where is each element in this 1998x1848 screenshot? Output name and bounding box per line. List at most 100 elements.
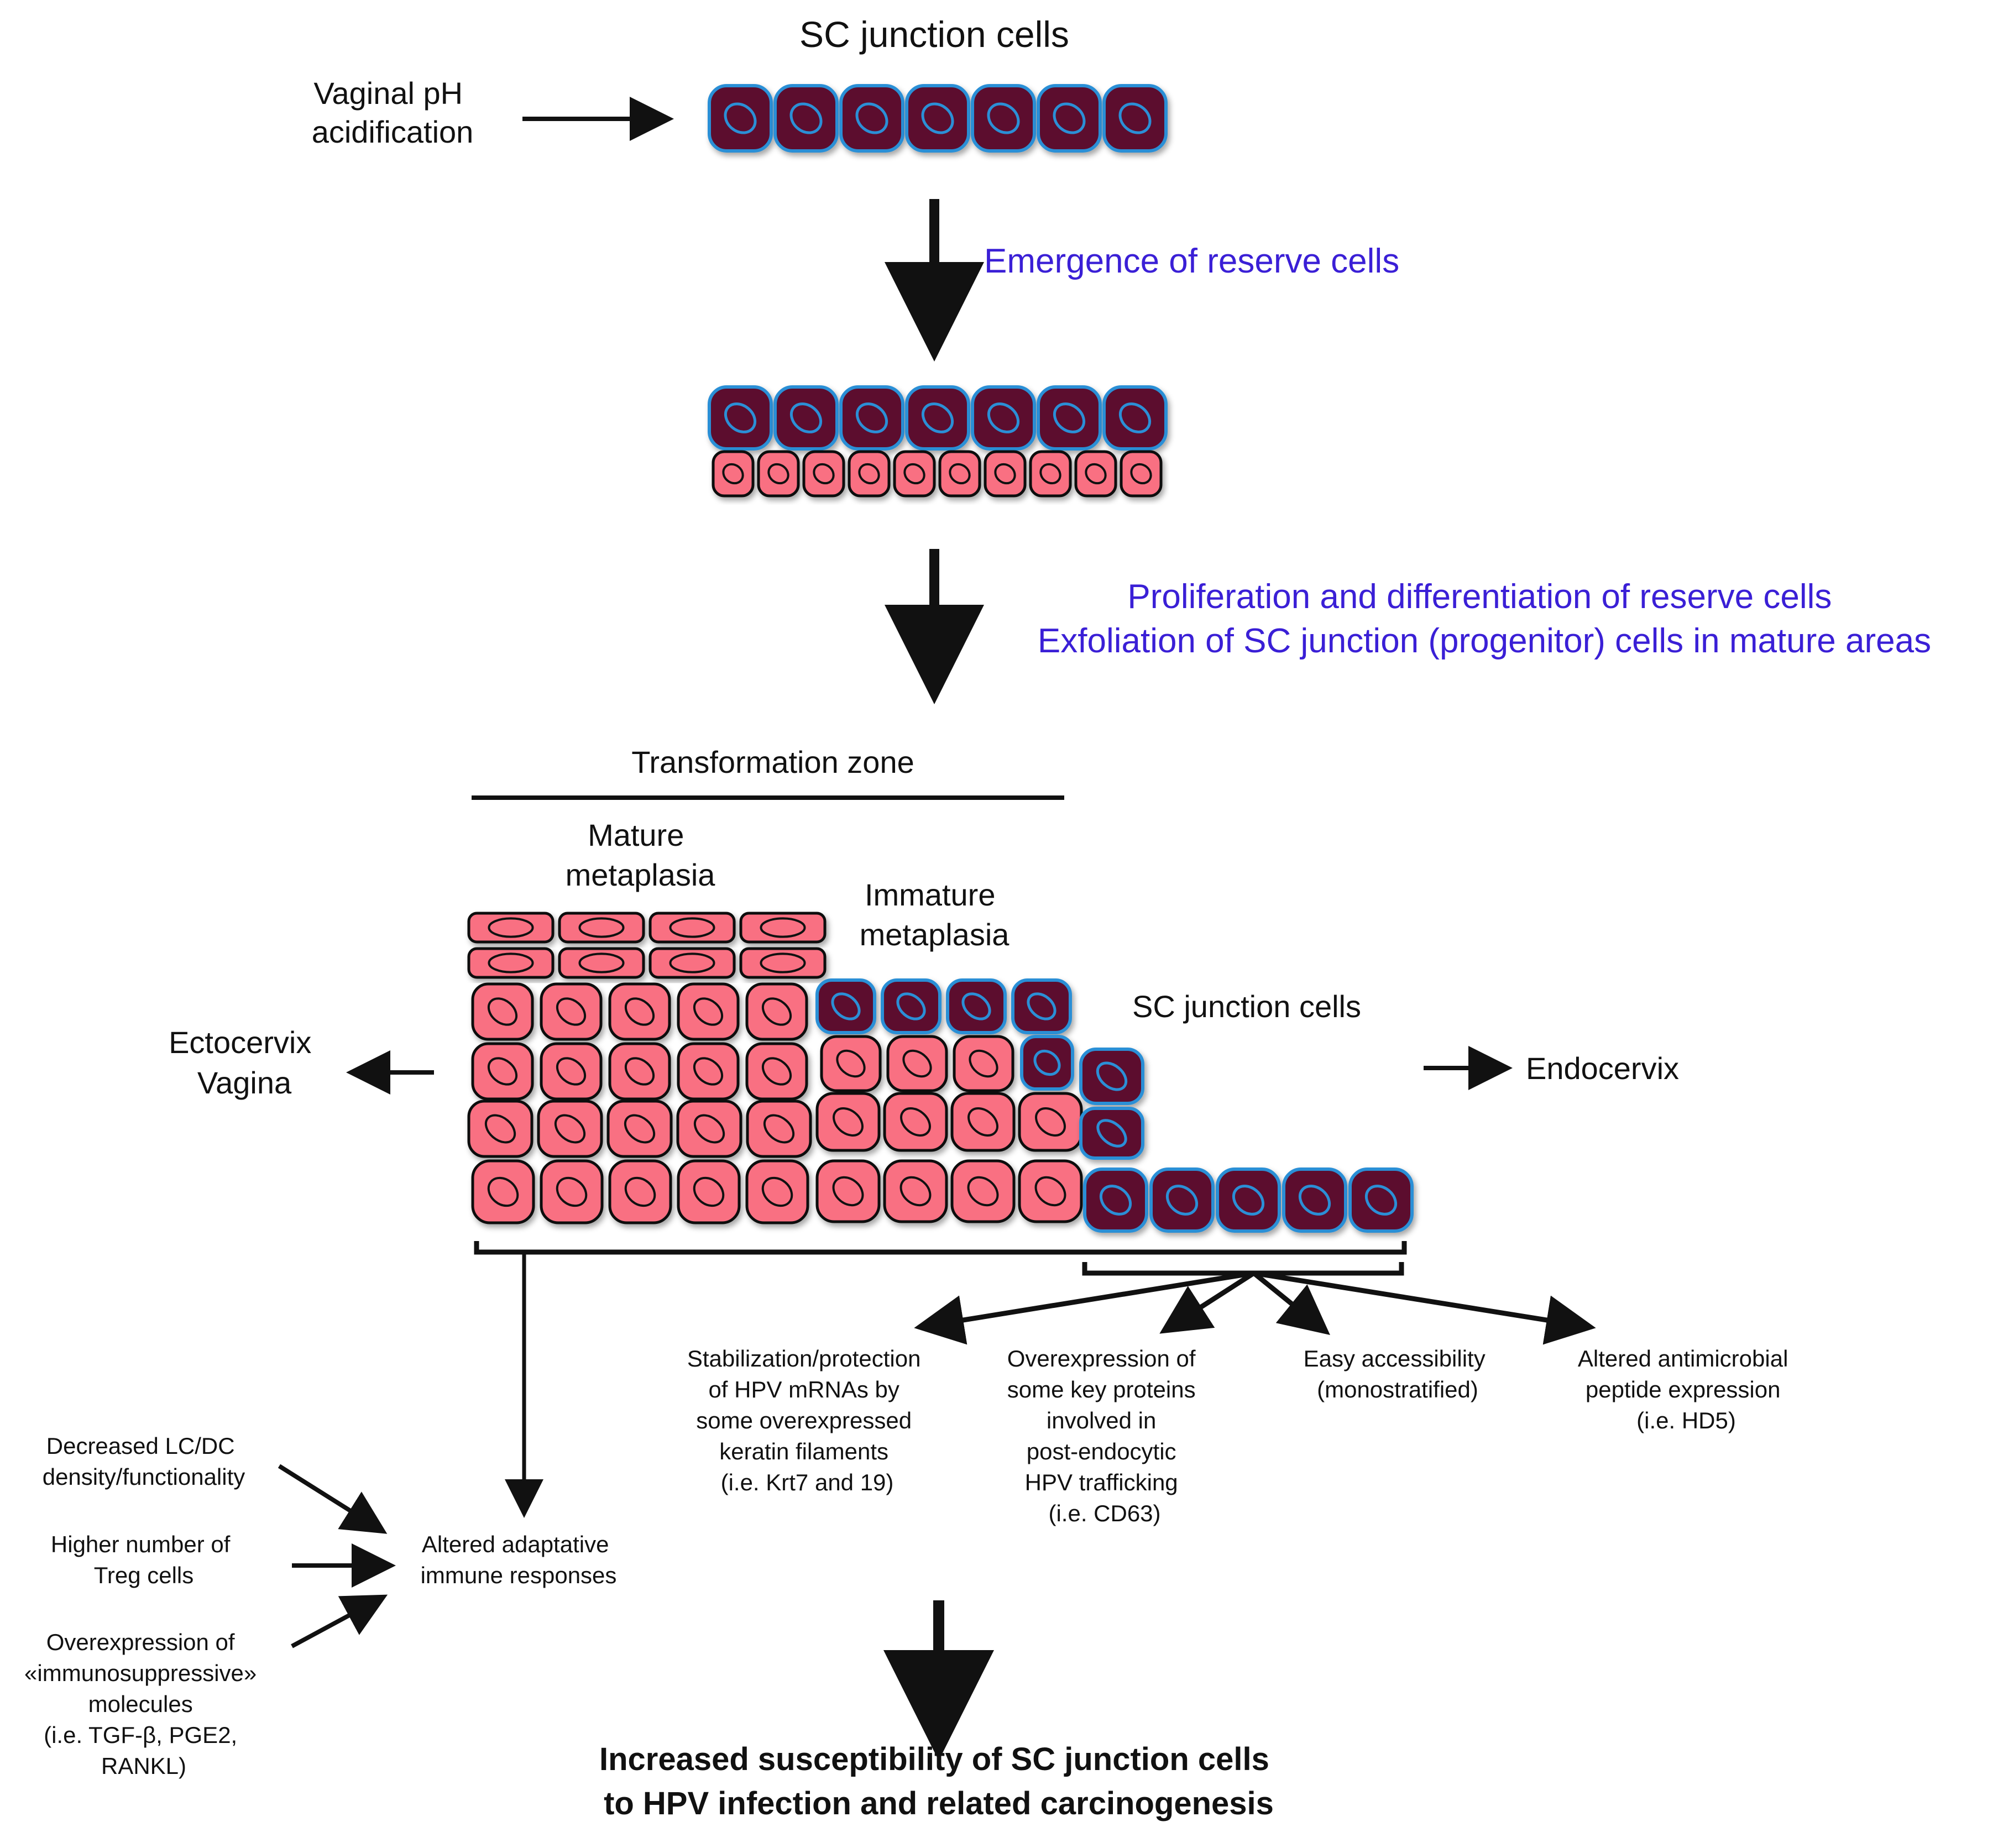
- metaplastic-cell: [815, 1159, 881, 1223]
- nucleus: [1298, 1185, 1331, 1216]
- sc-junction-cell: [773, 385, 839, 451]
- reserve-cell: [802, 450, 845, 498]
- nucleus: [833, 1107, 864, 1137]
- to-accessibility-arrow: [1252, 1271, 1330, 1336]
- nucleus: [1035, 1107, 1066, 1137]
- nucleus: [813, 463, 835, 485]
- nucleus: [1039, 463, 1061, 485]
- squamous-cell: [677, 1042, 740, 1101]
- to-cd63-arrow: [1159, 1271, 1256, 1334]
- nucleus: [693, 1176, 725, 1207]
- squamous-cell: [608, 1159, 672, 1224]
- nucleus: [832, 1176, 864, 1207]
- nucleus: [858, 463, 880, 485]
- squamous-cell: [540, 1159, 604, 1224]
- whole-epithelium-bracket: [474, 1241, 1407, 1255]
- sc-junction-mid-label: SC junction cells: [1132, 989, 1361, 1024]
- nucleus: [488, 952, 534, 973]
- sc-junction-cell: [946, 978, 1007, 1034]
- squamous-cell: [745, 1042, 808, 1101]
- sc-junction-cell: [839, 385, 904, 451]
- nucleus: [1096, 1119, 1127, 1148]
- molecules-arrow: [291, 1594, 388, 1648]
- nucleus: [836, 1049, 866, 1078]
- nucleus: [556, 1176, 588, 1207]
- transformation-zone-label: Transformation zone: [631, 745, 914, 779]
- squamous-superficial-cell: [648, 947, 736, 979]
- metaplastic-cell: [883, 1159, 948, 1223]
- sc-junction-cell: [815, 978, 876, 1034]
- nucleus: [1096, 1061, 1128, 1091]
- nucleus: [556, 1057, 587, 1086]
- metaplastic-cell: [950, 1159, 1016, 1223]
- reserve-cell: [712, 450, 755, 498]
- squamous-superficial-cell: [467, 947, 555, 979]
- nucleus: [1130, 463, 1152, 485]
- nucleus: [554, 1114, 586, 1144]
- nucleus: [578, 917, 625, 938]
- nucleus: [969, 1049, 998, 1078]
- squamous-cell: [471, 982, 534, 1041]
- vaginal-ph-label: Vaginal pH acidification: [312, 76, 474, 149]
- to-antimicrobial-arrow: [1253, 1270, 1596, 1345]
- nucleus: [488, 917, 534, 938]
- squamous-superficial-cell: [467, 912, 555, 944]
- nucleus: [987, 402, 1020, 433]
- sc-junction-cell: [708, 84, 773, 153]
- nucleus: [578, 952, 625, 973]
- sc-junction-cell: [1011, 978, 1072, 1034]
- nucleus: [1027, 992, 1056, 1020]
- nucleus: [760, 917, 806, 938]
- immune-factor-lcdc: Decreased LC/DC density/functionality: [43, 1433, 245, 1490]
- nucleus: [693, 1114, 725, 1144]
- nucleus: [1118, 402, 1152, 433]
- endocervix-label: Endocervix: [1526, 1051, 1679, 1086]
- nucleus: [693, 997, 724, 1026]
- metaplastic-cell: [950, 1092, 1016, 1152]
- ectocervix-label: Ectocervix Vagina: [169, 1025, 320, 1100]
- nucleus: [487, 1176, 519, 1207]
- nucleus: [831, 992, 861, 1020]
- nucleus: [902, 1049, 932, 1078]
- sc-junction-cell: [1348, 1168, 1414, 1233]
- consequence-accessibility: Easy accessibility (monostratified): [1304, 1346, 1492, 1402]
- nucleus: [903, 463, 925, 485]
- squamous-cell: [467, 1100, 534, 1158]
- nucleus: [761, 1057, 792, 1086]
- nucleus: [763, 1114, 795, 1144]
- squamous-cell: [608, 1042, 671, 1101]
- sc-junction-cell: [1037, 84, 1102, 153]
- squamous-cell: [471, 1159, 535, 1224]
- nucleus: [789, 102, 823, 134]
- squamous-superficial-cell: [739, 912, 827, 944]
- nucleus: [855, 102, 888, 134]
- consequence-keratin: Stabilization/protection of HPV mRNAs by…: [687, 1346, 927, 1495]
- reserve-cell: [1120, 450, 1163, 498]
- nucleus: [669, 952, 715, 973]
- nucleus: [624, 1176, 656, 1207]
- nucleus: [1232, 1185, 1265, 1216]
- metaplastic-cell: [1018, 1092, 1083, 1152]
- nucleus: [761, 997, 792, 1026]
- nucleus: [1364, 1185, 1398, 1216]
- to-keratin-arrow: [914, 1270, 1254, 1345]
- nucleus: [1099, 1185, 1132, 1216]
- squamous-cell: [676, 1100, 742, 1158]
- nucleus: [624, 997, 655, 1026]
- reserve-cell: [984, 450, 1027, 498]
- squamous-cell: [677, 1159, 741, 1224]
- squamous-cell: [471, 1042, 534, 1101]
- nucleus: [693, 1057, 724, 1086]
- nucleus: [760, 952, 806, 973]
- squamous-cell: [745, 1159, 809, 1224]
- squamous-cell: [608, 982, 671, 1041]
- nucleus: [994, 463, 1016, 485]
- reserve-cell: [938, 450, 981, 498]
- mature-metaplasia-label: Mature metaplasia: [566, 818, 716, 892]
- nucleus: [1034, 1176, 1066, 1207]
- nucleus: [724, 102, 757, 134]
- nucleus: [900, 1107, 931, 1137]
- top-title: SC junction cells: [799, 14, 1069, 55]
- squamous-cell: [540, 982, 603, 1041]
